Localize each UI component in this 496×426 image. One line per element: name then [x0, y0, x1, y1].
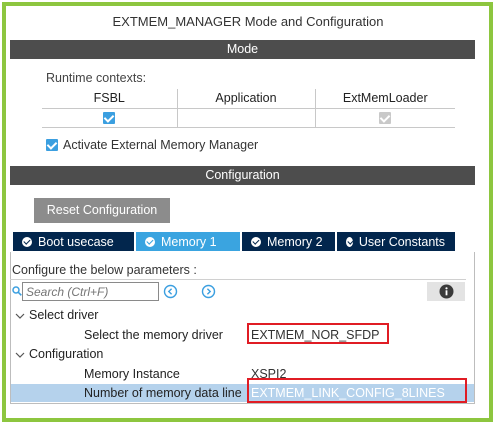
highlight-box	[247, 378, 467, 403]
column-extmemloader: ExtMemLoader	[314, 89, 455, 108]
info-icon	[439, 284, 454, 299]
tab-label: Memory 1	[161, 234, 217, 249]
configuration-header: Configuration	[10, 166, 475, 185]
search-row	[12, 282, 467, 302]
search-icon[interactable]	[12, 286, 22, 296]
tab-label: User Constants	[358, 234, 445, 249]
reset-configuration-button[interactable]: Reset Configuration	[34, 198, 170, 223]
window-title: EXTMEM_MANAGER Mode and Configuration	[112, 14, 384, 29]
group-select-driver[interactable]: Select driver	[29, 308, 99, 322]
arrow-right-icon[interactable]	[201, 284, 216, 299]
info-button[interactable]	[427, 282, 465, 301]
mode-header: Mode	[10, 40, 475, 59]
application-cell[interactable]	[176, 107, 316, 128]
fsbl-cell	[42, 107, 178, 128]
param-memory-driver-value[interactable]: EXTMEM_NOR_SFDP	[251, 328, 380, 342]
selected-row[interactable]	[11, 384, 474, 402]
param-memory-driver-name: Select the memory driver	[84, 328, 223, 342]
tab-memory-2[interactable]: Memory 2	[242, 232, 335, 251]
highlight-box	[247, 323, 389, 344]
extmemloader-cell	[314, 107, 455, 128]
check-icon	[145, 236, 155, 247]
check-icon	[22, 236, 32, 247]
config-tabs: Boot usecase Memory 1 Memory 2 User Cons…	[13, 232, 457, 251]
fsbl-checkbox[interactable]	[103, 112, 116, 125]
tab-user-constants[interactable]: User Constants	[337, 232, 455, 251]
activate-label: Activate External Memory Manager	[63, 138, 259, 152]
parameters-label: Configure the below parameters :	[10, 261, 466, 280]
check-icon	[251, 236, 261, 247]
tab-label: Boot usecase	[38, 234, 114, 249]
arrow-left-icon[interactable]	[163, 284, 178, 299]
chevron-down-icon[interactable]	[15, 350, 25, 360]
tab-memory-1[interactable]: Memory 1	[136, 232, 240, 251]
column-fsbl: FSBL	[42, 89, 178, 108]
group-configuration[interactable]: Configuration	[29, 347, 104, 361]
extmemloader-checkbox	[379, 112, 392, 125]
param-memory-instance-value[interactable]: XSPI2	[251, 367, 287, 381]
tab-boot-usecase[interactable]: Boot usecase	[13, 232, 134, 251]
column-application: Application	[176, 89, 316, 108]
runtime-contexts-label: Runtime contexts:	[46, 71, 147, 85]
search-input[interactable]	[22, 282, 159, 301]
param-data-line-value[interactable]: EXTMEM_LINK_CONFIG_8LINES	[251, 386, 445, 400]
activate-checkbox[interactable]	[46, 139, 58, 151]
tab-label: Memory 2	[267, 234, 323, 249]
param-memory-instance-name: Memory Instance	[84, 367, 180, 381]
parameters-panel	[10, 252, 475, 404]
activate-row[interactable]: Activate External Memory Manager	[46, 138, 258, 152]
check-icon	[346, 236, 353, 247]
param-data-line-name: Number of memory data line	[84, 386, 242, 400]
runtime-contexts-table: FSBL Application ExtMemLoader	[42, 89, 455, 128]
chevron-down-icon[interactable]	[15, 311, 25, 321]
